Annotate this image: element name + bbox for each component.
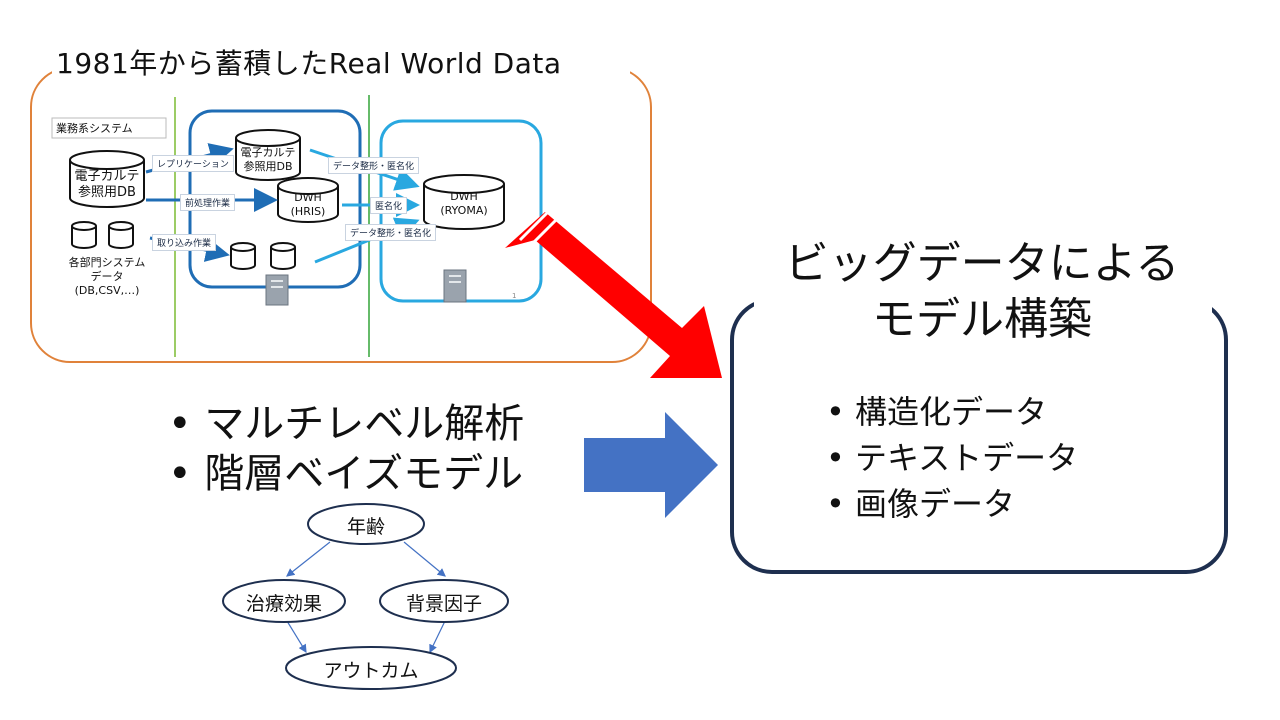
server-icon-ryoma [443, 269, 467, 303]
edge-anon-label: 匿名化 [370, 197, 408, 214]
db-imported-icon-2 [270, 242, 296, 270]
edge-background-outcome [429, 620, 446, 654]
db-emr-replica-line1: 電子カルテ [240, 146, 296, 159]
edge-shaping-top-label: データ整形・匿名化 [328, 157, 420, 174]
dept-systems-line2: データ [90, 270, 124, 283]
edge-treatment-outcome [286, 620, 307, 654]
db-emr-source-line1: 電子カルテ [74, 169, 140, 184]
model-title-line1: ビッグデータによる [784, 238, 1180, 289]
db-emr-source-icon [69, 150, 145, 208]
model-item-text-text: テキストデータ [855, 439, 1079, 477]
server-icon-hris [265, 274, 289, 306]
dwh-hris-line1: DWH [294, 191, 322, 204]
db-emr-replica-line2: 参照用DB [243, 160, 293, 173]
dept-systems-line1: 各部門システム [68, 256, 146, 269]
bullet-dot: • [168, 451, 205, 497]
model-title-gap [754, 236, 1212, 340]
bullet-dot: • [826, 393, 856, 431]
bullet-dot: • [826, 439, 856, 477]
db-emr-source-line2: 参照用DB [78, 185, 136, 200]
blue-arrow [584, 412, 718, 518]
rwd-title: 1981年から蓄積したReal World Data [56, 47, 562, 80]
page-number: 1 [512, 292, 517, 300]
edge-import-label: 取り込み作業 [152, 234, 217, 251]
db-emr-replica-icon [235, 129, 301, 181]
method-hierarchical-bayes-text: 階層ベイズモデル [204, 451, 524, 497]
node-treatment-label: 治療効果 [245, 593, 322, 615]
method-hierarchical-bayes: • 階層ベイズモデル [168, 450, 523, 498]
bullet-dot: • [826, 485, 856, 523]
section-label-box [51, 117, 167, 139]
edge-age-treatment [286, 541, 331, 577]
red-arrow [505, 210, 722, 378]
model-item-image-text: 画像データ [855, 485, 1016, 523]
db-emr-source-label: 電子カルテ 参照用DB [66, 169, 148, 201]
edge-replication-label: レプリケーション [152, 155, 234, 172]
dwh-hris-label: DWH (HRIS) [278, 191, 338, 219]
dwh-ryoma-icon [423, 174, 505, 230]
db-imported-icon-1 [230, 242, 256, 270]
section-label: 業務系システム [56, 122, 133, 135]
edge-age-background [403, 541, 446, 577]
bullet-dot: • [168, 401, 205, 447]
db-dept-icon-1 [71, 221, 97, 249]
node-outcome [285, 646, 457, 690]
node-treatment [222, 579, 346, 623]
node-outcome-label: アウトカム [323, 660, 419, 682]
edge-shaping-bottom-label: データ整形・匿名化 [345, 224, 437, 241]
rwd-title-gap [52, 40, 630, 80]
model-item-structured-text: 構造化データ [855, 393, 1048, 431]
model-title-line2: モデル構築 [872, 294, 1092, 345]
dwh-hris-line2: (HRIS) [290, 205, 326, 218]
dwh-ryoma-line2: (RYOMA) [440, 204, 488, 217]
dwh-ryoma-line1: DWH [450, 190, 478, 203]
node-age-label: 年齢 [346, 516, 385, 538]
dwh-ryoma-label: DWH (RYOMA) [424, 190, 504, 218]
dept-systems-label: 各部門システム データ (DB,CSV,…) [52, 256, 162, 298]
model-item-structured: • 構造化データ [826, 390, 1047, 434]
method-multilevel-text: マルチレベル解析 [204, 401, 525, 447]
dwh-hris-icon [277, 177, 339, 223]
edge-preprocess-label: 前処理作業 [180, 194, 236, 211]
node-background-label: 背景因子 [405, 593, 482, 615]
db-dept-icon-2 [108, 221, 134, 249]
db-emr-replica-label: 電子カルテ 参照用DB [232, 146, 304, 174]
model-item-image: • 画像データ [826, 482, 1015, 526]
node-age [307, 503, 425, 545]
model-item-text: • テキストデータ [826, 436, 1078, 480]
node-background [379, 579, 509, 623]
method-multilevel: • マルチレベル解析 [168, 400, 524, 448]
dept-systems-line3: (DB,CSV,…) [74, 284, 140, 297]
